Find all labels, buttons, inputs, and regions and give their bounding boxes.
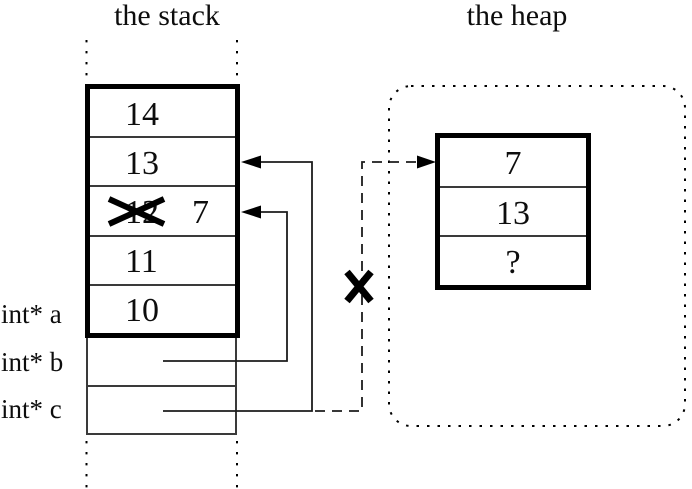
arrowhead-left-icon bbox=[241, 205, 261, 219]
heap-block-box: 7 13 ? bbox=[435, 133, 591, 290]
heap-cell-13: 13 bbox=[440, 185, 586, 236]
heap-value: 7 bbox=[504, 144, 522, 182]
pointer-label-c: int* c bbox=[1, 394, 62, 424]
arrowhead-right-icon bbox=[417, 155, 436, 169]
pointer-cell-c bbox=[88, 384, 235, 434]
stack-value: 14 bbox=[125, 95, 159, 133]
stack-new-value: 7 bbox=[192, 194, 209, 231]
heap-value: 13 bbox=[496, 194, 530, 232]
stack-frame-box: 14 13 12 7 11 10 bbox=[85, 84, 240, 338]
pointer-cell-b bbox=[88, 338, 235, 385]
stack-old-value: 12 bbox=[125, 194, 159, 231]
stack-value: 13 bbox=[125, 144, 159, 182]
stack-cell-overwritten: 12 7 bbox=[90, 185, 235, 234]
dangling-pointer-dashed-line bbox=[315, 155, 436, 412]
heap-value: ? bbox=[505, 244, 521, 282]
pointer-label-b: int* b bbox=[1, 347, 64, 377]
pointer-variable-cells bbox=[86, 338, 237, 435]
stack-cell-13: 13 bbox=[90, 136, 235, 185]
heap-title: the heap bbox=[466, 0, 568, 32]
stack-title: the stack bbox=[114, 0, 220, 32]
stack-cell-11: 11 bbox=[90, 234, 235, 284]
stack-cell-14: 14 bbox=[90, 89, 235, 136]
stack-cell-10: 10 bbox=[90, 283, 235, 333]
stack-value: 11 bbox=[125, 243, 158, 281]
stack-value: 10 bbox=[125, 292, 159, 330]
arrowhead-left-icon bbox=[241, 155, 261, 169]
heap-cell-7: 7 bbox=[440, 138, 586, 186]
cross-out-icon bbox=[344, 269, 374, 304]
pointer-label-a: int* a bbox=[1, 299, 62, 329]
heap-cell-unknown: ? bbox=[440, 235, 586, 285]
